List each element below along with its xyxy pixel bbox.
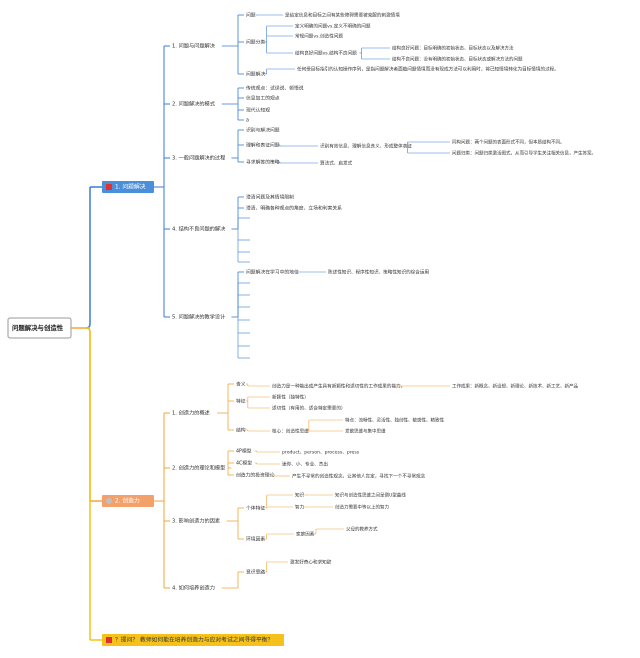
topic-label: 4P模型 (236, 448, 252, 455)
topic-label: 创造力的投资理论 (236, 472, 275, 479)
topic-label: 识别与解决问题 (246, 127, 280, 134)
detail-label: product、person、process、press (282, 450, 360, 456)
branch-node-3 (102, 634, 284, 646)
detail-label: 识别有效信息、理解信息含义、形成整体表征 (320, 143, 412, 150)
branch-label-2: 2. 创造力 (115, 497, 140, 505)
detail-label: 陈述性知识、程序性知识、策略性知识的综合运用 (328, 269, 429, 276)
topic-label: 理解和表征问题 (246, 142, 280, 149)
section-label: 5. 问题解决的教学设计 (172, 313, 225, 321)
detail-label: 知识 (295, 492, 305, 499)
detail-label: 新颖性（独特性） (272, 394, 309, 401)
topic-label: 意识思路 (246, 569, 265, 576)
topic-label: 信息加工的观点 (246, 95, 280, 102)
topic-label: 现代认知观 (246, 107, 270, 114)
topic-label: 澄清问题及其情境限制 (246, 194, 294, 201)
topic-label: 含义 (236, 381, 246, 388)
detail-label: 产生不寻常的创造性观念，让其他人肯定，寻找下一个不寻常观念 (292, 473, 426, 480)
section-label: 2. 问题解决的模式 (172, 100, 216, 108)
gear-icon (106, 498, 112, 504)
topic-label: 结构 (236, 427, 246, 434)
topic-label: 问题解决在学习中的地位 (246, 269, 299, 276)
topic-label: 特征 (236, 398, 246, 405)
leaf-label: 工作成果：新概念、新设想、新理论、新技术、新工艺、新产品 (452, 383, 578, 390)
leaf-label: 结构良好问题：目标明确的初始状态、目标状态以及解决方法 (392, 45, 514, 52)
leaf-label: 同构问题：两个问题的表面形式不同，但本质结构不同。 (452, 139, 565, 146)
section-label: 1. 问题与问题解决 (172, 42, 216, 50)
leaf-label: 父母的教养方式 (346, 526, 378, 533)
root-label: 问题解决与创造性 (12, 323, 64, 332)
detail-label: 任何受目标指引的认知操作序列，是指问题解决者面临问题情境而没有现成方法可以利用时… (297, 66, 559, 73)
detail-label: 智力 (295, 504, 305, 511)
detail-label: 核心：创造性思维 (272, 428, 309, 435)
section-label: 4. 结构不良问题的解决 (172, 225, 226, 233)
topic-label: 环境因素 (246, 536, 265, 543)
detail-label: 常规问题vs.创造性问题 (295, 33, 343, 40)
leaf-label: 知识与创造性思维之间呈倒U型曲线 (335, 492, 406, 499)
leaf-label: 问题归类：问题归类激活图式，从而引导学生关注相关信息，产生答案。 (452, 150, 596, 157)
red-square-icon (106, 184, 112, 190)
branch-node-1 (102, 181, 154, 193)
branch-node-2 (102, 495, 154, 507)
branch-label-3: ？提问？ 教师如何能在培养创造力与应对考试之间寻得平衡？ (115, 636, 273, 644)
topic-label: 个体特征 (246, 505, 265, 512)
detail-label: 激发好奇心和求知欲 (290, 559, 332, 566)
leaf-label: 结构不良问题：没有明确的初始状态、目标状态或解决方法的问题 (392, 56, 523, 63)
topic-label: 问题分类 (246, 39, 265, 46)
detail-label: 家庭因素 (296, 531, 315, 538)
topic-label: 传统观点：试误说、顿悟说 (246, 85, 304, 92)
leaf-label: 特点：流畅性、灵活性、独创性、敏感性、精致性 (345, 417, 444, 424)
leaf-label: 创造力需要中等以上的智力 (335, 504, 389, 511)
topic-label: 问题解决 (246, 71, 265, 78)
leaf-label: 发散思维与集中思维 (345, 428, 386, 435)
section-label: 1. 创造力的概述 (172, 409, 210, 417)
topic-label: 寻求解答的策略 (246, 159, 280, 166)
topic-label: a (246, 119, 249, 124)
detail-label: 算法式、启发式 (320, 160, 353, 167)
topic-label: 澄清、明确各种观点的角度、立场和利害关系 (246, 205, 342, 212)
red-square-icon (106, 637, 112, 643)
detail-label: 迷你、小、专业、杰出 (282, 461, 328, 468)
branch-label-1: 1. 问题解决 (115, 183, 146, 191)
detail-label: 是给定信息和目标之间有某些障碍需要被克服的刺激情境 (285, 12, 400, 19)
detail-label: 创造力是一种能出成产生具有新颖性和适切性的工作成果的能力。 (272, 383, 405, 390)
detail-label: 结构良好问题vs.结构不良问题 (295, 50, 357, 57)
section-label: 3. 影响创造力的因素 (172, 517, 220, 525)
topic-label: 4C模型 (236, 460, 252, 467)
section-label: 2. 创造力的理论和模型 (172, 464, 225, 472)
detail-label: 适切性（有用的、适合特定需要的） (272, 405, 346, 412)
section-label: 3. 一般问题解决的过程 (172, 154, 225, 162)
section-label: 4. 如何培养创造力 (172, 584, 215, 592)
topic-label: 问题 (246, 12, 256, 19)
detail-label: 定义明确的问题vs.定义不明确的问题 (295, 23, 371, 30)
